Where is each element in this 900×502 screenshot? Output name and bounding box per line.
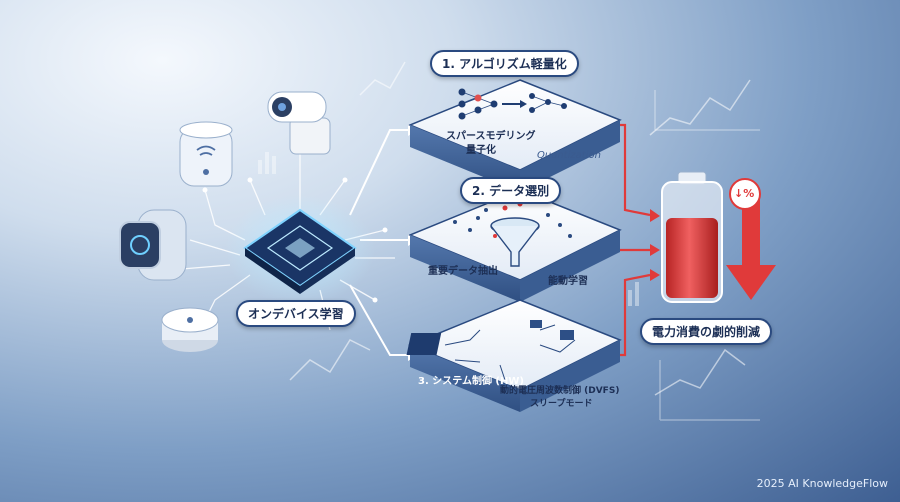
step-1-title: 1. アルゴリズム軽量化 bbox=[430, 50, 579, 77]
funnel-icon bbox=[453, 201, 572, 267]
step-2-title: 2. データ選別 bbox=[460, 177, 562, 204]
reduction-badge: ↓% bbox=[734, 187, 755, 200]
background-charts bbox=[289, 61, 760, 421]
center-label: オンデバイス学習 bbox=[236, 300, 356, 327]
step-2-item-1: 重要データ抽出 bbox=[428, 266, 498, 277]
step-1-watermark: Quantization bbox=[537, 150, 601, 161]
down-arrow-icon bbox=[726, 178, 776, 300]
step-3-title: 3. システム制御 (HW) bbox=[418, 376, 524, 387]
platform-1 bbox=[408, 79, 622, 192]
result-arrowheads bbox=[650, 209, 660, 281]
background-bars bbox=[258, 152, 639, 306]
platform-3 bbox=[408, 299, 622, 412]
sensor-hub-icon bbox=[161, 307, 219, 352]
credit-text: 2025 AI KnowledgeFlow bbox=[756, 477, 888, 490]
smart-speaker-icon bbox=[179, 121, 233, 187]
result-label: 電力消費の劇的削減 bbox=[640, 318, 773, 345]
ai-chip bbox=[225, 195, 375, 305]
step-3-item-1: 動的電圧周波数制御 (DVFS) bbox=[500, 386, 620, 396]
step-2-item-2: 能動学習 bbox=[548, 276, 588, 287]
security-camera-icon bbox=[267, 91, 331, 155]
step-1-item-1: スパースモデリング bbox=[446, 131, 536, 142]
battery-icon bbox=[661, 171, 723, 303]
neural-network-icon bbox=[458, 88, 567, 120]
cpu-chip-icon bbox=[406, 320, 576, 381]
smartwatch-icon bbox=[119, 209, 187, 281]
step-3-item-2: スリープモード bbox=[530, 399, 593, 409]
step-1-item-2: 量子化 bbox=[466, 145, 496, 156]
